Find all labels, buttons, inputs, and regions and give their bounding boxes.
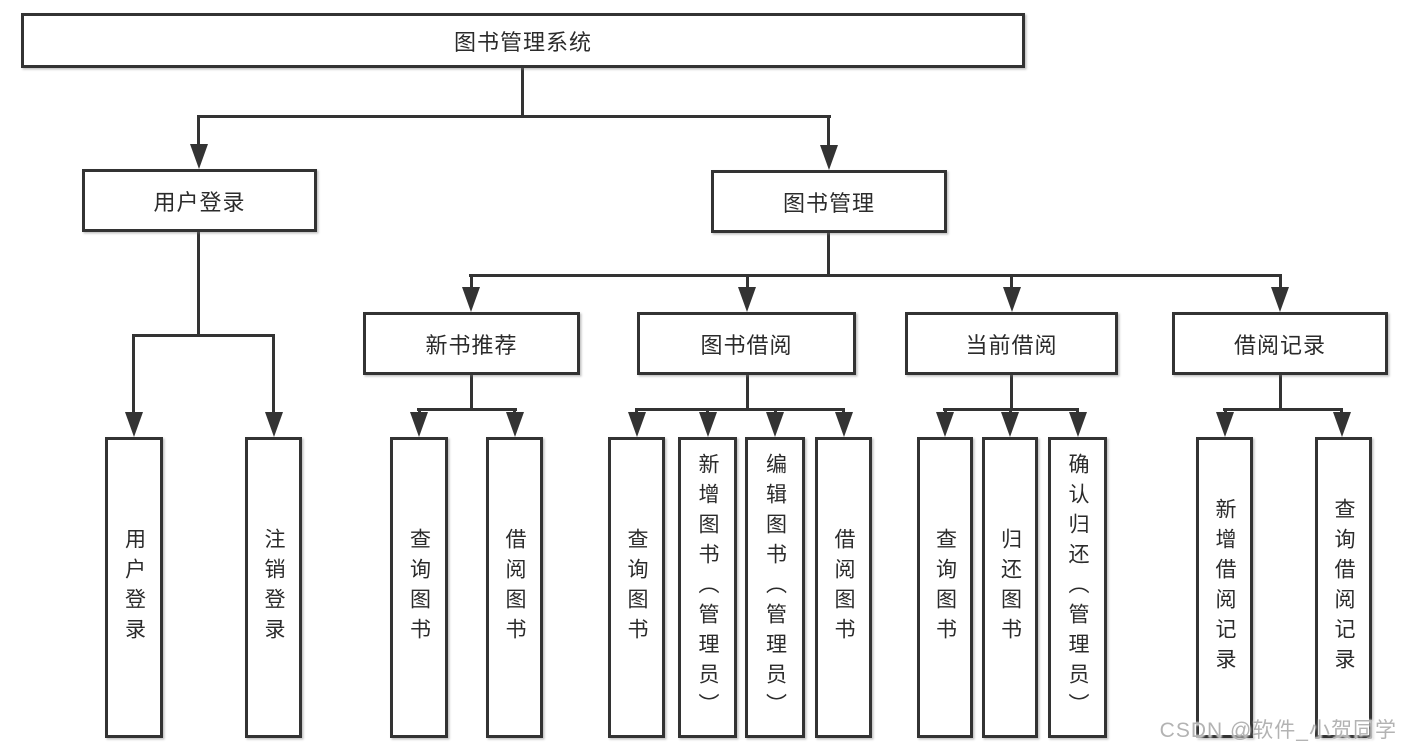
- leaf-return-book: 归还图书: [982, 437, 1038, 738]
- connector-line: [1010, 274, 1013, 290]
- arrow-down-icon: [124, 412, 143, 437]
- arrow-down-icon: [1216, 412, 1234, 437]
- node-label: 用户登录: [153, 189, 246, 215]
- connector-line: [1278, 375, 1282, 411]
- arrow-down-icon: [1332, 412, 1351, 437]
- connector-line: [1223, 408, 1342, 411]
- connector-line: [470, 375, 473, 411]
- watermark: CSDN @软件_小贺同学: [1159, 719, 1397, 742]
- arrow-down-icon: [264, 412, 283, 437]
- arrow-down-icon: [766, 412, 784, 437]
- arrow-down-icon: [410, 412, 428, 437]
- node-label: 图书管理系统: [453, 29, 592, 55]
- connector-line: [469, 274, 473, 290]
- node-label: 新增图书（管理员）: [696, 452, 719, 723]
- leaf-confirm-return-admin: 确认归还（管理员）: [1048, 437, 1107, 738]
- node-label: 查询图书: [933, 527, 957, 648]
- arrow-down-icon: [819, 145, 838, 170]
- node-label: 借阅图书: [832, 527, 855, 648]
- leaf-query-book-current: 查询图书: [917, 437, 973, 738]
- node-label: 借阅记录: [1233, 332, 1326, 358]
- node-label: 确认归还（管理员）: [1066, 452, 1089, 723]
- connector-line: [132, 334, 135, 416]
- node-label: 查询图书: [625, 527, 648, 648]
- node-book-borrowing: 图书借阅: [637, 312, 856, 375]
- leaf-edit-book-admin: 编辑图书（管理员）: [745, 437, 805, 738]
- leaf-query-borrow-record: 查询借阅记录: [1315, 437, 1372, 738]
- connector-line: [197, 232, 200, 337]
- connector-line: [1278, 274, 1282, 290]
- connector-line: [635, 408, 845, 411]
- node-label: 当前借阅: [965, 332, 1058, 358]
- connector-line: [272, 334, 275, 416]
- arrow-down-icon: [189, 144, 208, 169]
- arrow-down-icon: [1001, 412, 1019, 437]
- node-label: 用户登录: [122, 527, 146, 648]
- arrow-down-icon: [936, 412, 954, 437]
- node-label: 注销登录: [262, 527, 285, 648]
- node-user-login: 用户登录: [82, 169, 317, 232]
- leaf-borrow-book: 借阅图书: [815, 437, 872, 738]
- connector-line: [745, 274, 749, 290]
- node-label: 新增借阅记录: [1213, 497, 1236, 678]
- node-library-system: 图书管理系统: [21, 13, 1025, 68]
- connector-line: [1010, 375, 1013, 411]
- connector-line: [745, 375, 749, 411]
- leaf-query-book-recommend: 查询图书: [390, 437, 448, 738]
- node-label: 图书借阅: [700, 332, 793, 358]
- connector-line: [827, 115, 830, 148]
- connector-line: [469, 274, 1282, 277]
- node-label: 编辑图书（管理员）: [763, 452, 787, 723]
- arrow-down-icon: [1271, 287, 1289, 312]
- connector-line: [827, 233, 830, 277]
- leaf-add-borrow-record: 新增借阅记录: [1196, 437, 1253, 738]
- connector-line: [417, 408, 517, 411]
- leaf-logout: 注销登录: [245, 437, 302, 738]
- arrow-down-icon: [462, 287, 480, 312]
- leaf-borrow-book-recommend: 借阅图书: [486, 437, 543, 738]
- connector-line: [132, 334, 275, 337]
- node-label: 借阅图书: [503, 527, 526, 648]
- node-new-book-recommend: 新书推荐: [363, 312, 580, 375]
- arrow-down-icon: [1002, 287, 1021, 312]
- node-label: 查询图书: [407, 527, 431, 648]
- node-borrow-records: 借阅记录: [1172, 312, 1388, 375]
- arrow-down-icon: [505, 412, 524, 437]
- arrow-down-icon: [834, 412, 853, 437]
- node-label: 归还图书: [998, 527, 1022, 648]
- node-book-management: 图书管理: [711, 170, 947, 233]
- arrow-down-icon: [1068, 412, 1087, 437]
- node-label: 图书管理: [782, 190, 875, 216]
- arrow-down-icon: [738, 287, 756, 312]
- node-label: 新书推荐: [425, 332, 518, 358]
- connector-line: [521, 68, 524, 118]
- connector-line: [197, 115, 200, 148]
- leaf-add-book-admin: 新增图书（管理员）: [678, 437, 737, 738]
- connector-line: [197, 115, 831, 118]
- leaf-query-book-borrowing: 查询图书: [608, 437, 665, 738]
- arrow-down-icon: [698, 412, 717, 437]
- leaf-user-login: 用户登录: [105, 437, 163, 738]
- node-current-borrowing: 当前借阅: [905, 312, 1118, 375]
- arrow-down-icon: [627, 412, 646, 437]
- node-label: 查询借阅记录: [1332, 497, 1355, 678]
